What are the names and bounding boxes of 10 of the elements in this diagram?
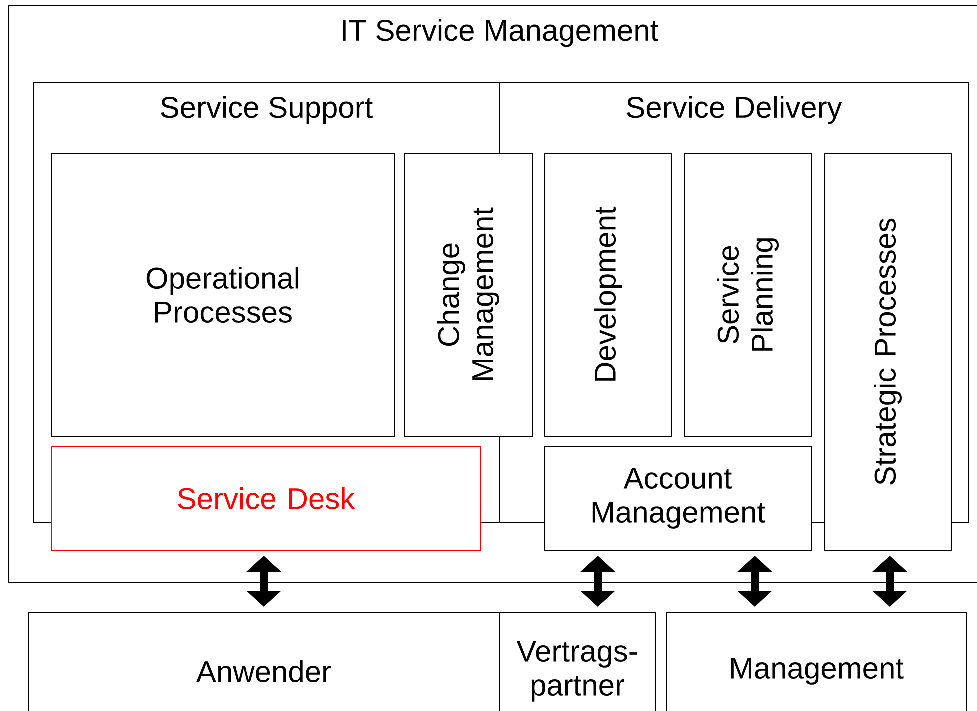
process-box: Development xyxy=(544,153,672,437)
process-box: Service Desk xyxy=(51,446,481,551)
process-box: Management xyxy=(666,612,967,711)
process-box: Service Planning xyxy=(684,153,812,437)
process-box: Vertrags-partner xyxy=(499,612,656,711)
process-box: Operational Processes xyxy=(51,153,395,437)
process-box: Change Management xyxy=(404,153,533,437)
process-box: Strategic Processes xyxy=(824,153,952,551)
process-box: Anwender xyxy=(28,612,500,711)
process-box: Account Management xyxy=(544,446,812,551)
